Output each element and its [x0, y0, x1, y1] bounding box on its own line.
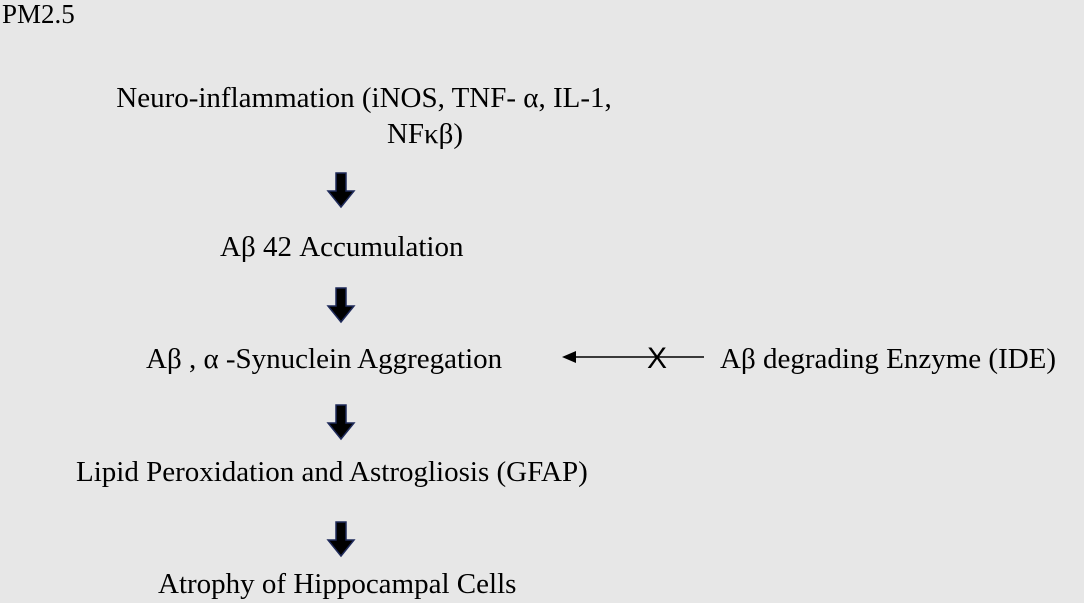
node-neuro-inflammation-line1: Neuro-inflammation (iNOS, TNF- α, IL-1,: [116, 82, 612, 114]
node-ide-enzyme: Aβ degrading Enzyme (IDE): [720, 343, 1057, 375]
down-arrow-icon: [326, 521, 356, 558]
inhibition-mark: X: [647, 342, 667, 375]
corner-label: PM2.5: [2, 0, 75, 29]
node-synuclein-aggregation: Aβ , α -Synuclein Aggregation: [146, 343, 503, 375]
down-arrow-icon: [326, 404, 356, 441]
node-lipid-peroxidation: Lipid Peroxidation and Astrogliosis (GFA…: [76, 456, 588, 488]
down-arrow-icon: [326, 287, 356, 324]
node-abeta42-accumulation: Aβ 42 Accumulation: [220, 231, 464, 263]
down-arrow-icon: [326, 172, 356, 209]
node-neuro-inflammation: Neuro-inflammation (iNOS, TNF- α, IL-1, …: [84, 80, 644, 152]
node-neuro-inflammation-line2: NFκβ): [386, 118, 464, 150]
left-arrow-icon: [562, 351, 576, 363]
node-hippocampal-atrophy: Atrophy of Hippocampal Cells: [158, 568, 517, 600]
